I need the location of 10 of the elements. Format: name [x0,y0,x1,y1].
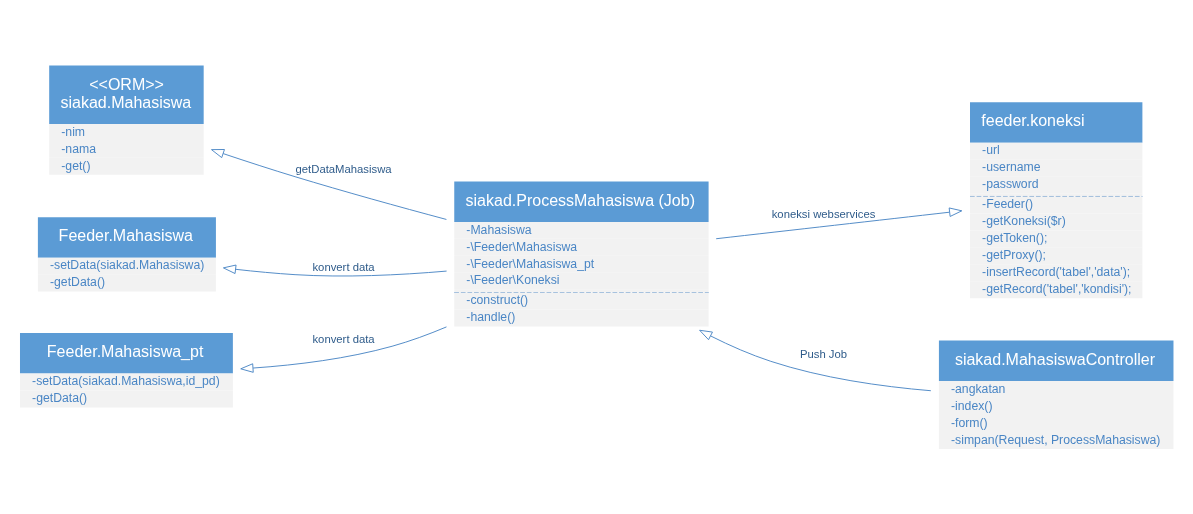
arrow [211,149,447,220]
edge-label: koneksi webservices [771,207,876,220]
arrow [715,207,963,240]
edge-label: konvert data [312,261,375,274]
edge-label: getDataMahasiswa [295,163,392,176]
arrow [699,329,932,392]
arrow [240,326,447,373]
edge-label: Push Job [799,348,848,361]
arrow [222,264,448,277]
edge-label: konvert data [312,333,375,346]
